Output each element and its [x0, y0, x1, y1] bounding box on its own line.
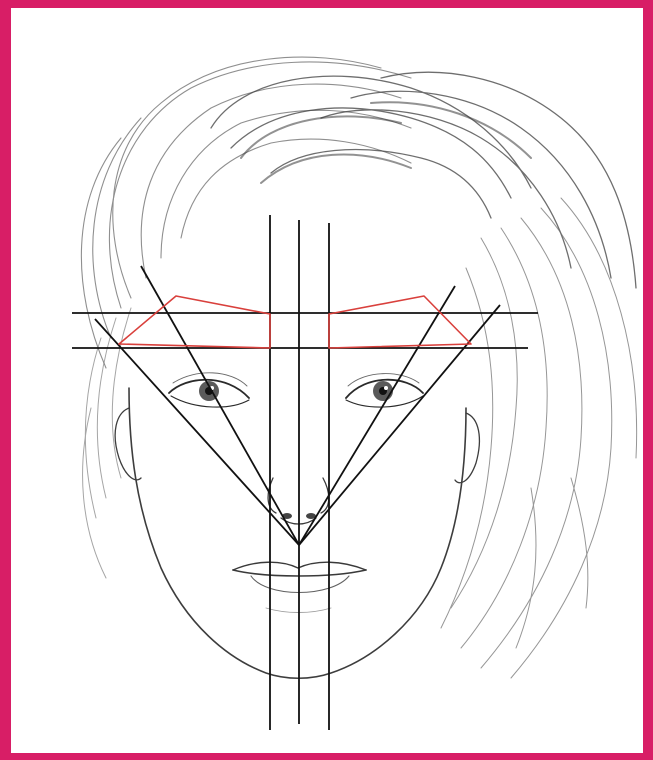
diagonal-guide-left-outer [95, 319, 299, 545]
diagonal-guide-right-inner [299, 286, 455, 545]
face-diagram [11, 8, 643, 753]
left-eye [169, 373, 249, 407]
illustration-canvas [11, 8, 643, 753]
right-brow-outline [329, 296, 471, 348]
left-brow-outline [119, 296, 270, 348]
guide-lines [72, 215, 538, 730]
face-outline [115, 388, 479, 678]
hair-sketch [81, 57, 636, 678]
diagonal-guide-left-inner [141, 266, 299, 545]
